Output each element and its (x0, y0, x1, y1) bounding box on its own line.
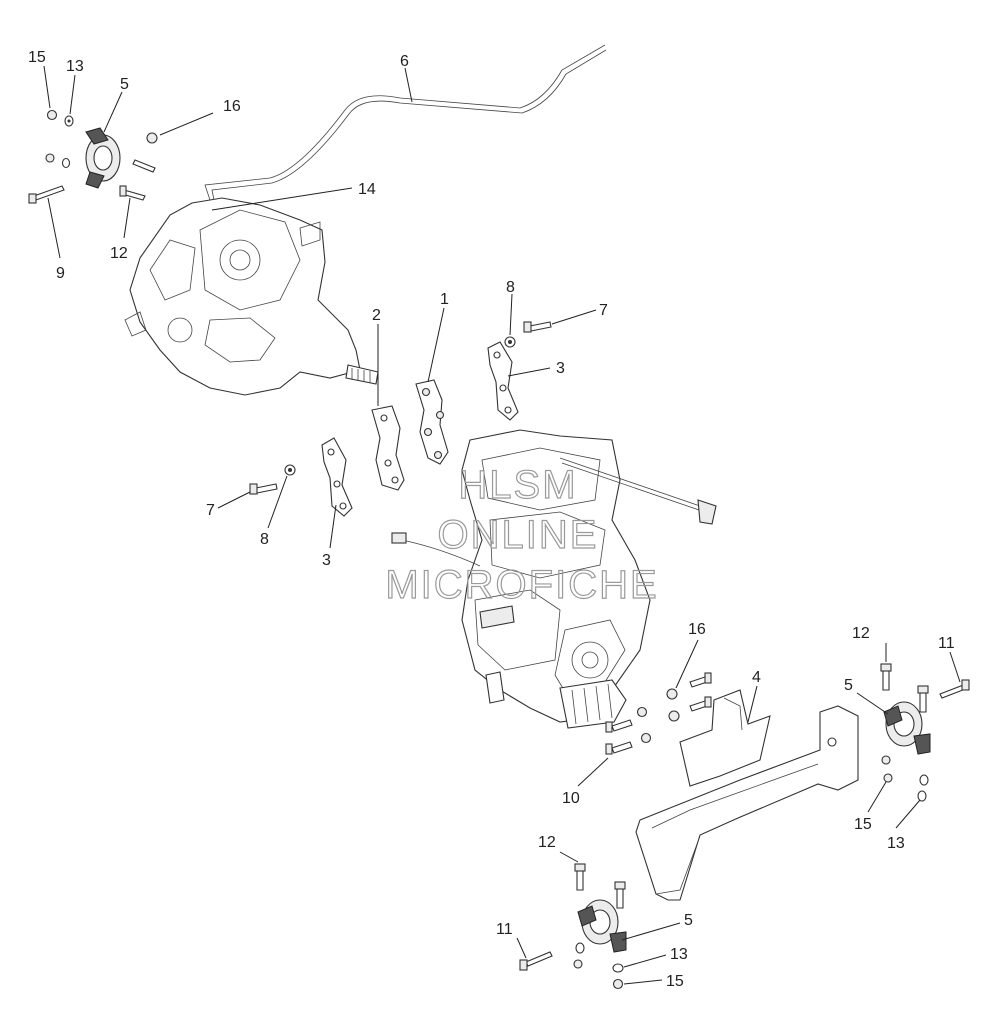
callout-15-top-left: 15 (28, 49, 46, 66)
plate-3-right (487, 341, 519, 421)
callout-9: 9 (56, 265, 65, 282)
callout-5-top-left: 5 (120, 76, 129, 93)
washer-13-tl (64, 115, 74, 127)
nut-16-center-1 (666, 688, 678, 700)
callout-13-top-left: 13 (66, 58, 84, 75)
callout-7-right: 7 (599, 302, 608, 319)
fastener-tl-small-2 (61, 157, 71, 169)
bolt-9-tl (28, 185, 65, 204)
fastener-bottom-2 (573, 959, 583, 969)
callout-15-right: 15 (854, 816, 872, 833)
part-6-cable (204, 44, 607, 201)
bolt-right-short (917, 685, 929, 713)
callout-1: 1 (440, 291, 449, 308)
engine-assembly (391, 429, 717, 729)
fastener-right-1 (881, 755, 891, 765)
bottom-engine-mount (577, 899, 627, 953)
transmission-assembly (124, 197, 379, 396)
bolt-12-right (880, 663, 892, 691)
plate-3-left (321, 437, 353, 517)
bolt-12-tl (119, 185, 146, 201)
washer-right-1 (919, 774, 929, 786)
bolt-center-1 (689, 672, 712, 688)
bolt-10-2 (605, 741, 633, 755)
callout-6: 6 (400, 53, 409, 70)
bolt-7-right (523, 321, 552, 333)
callout-10: 10 (562, 790, 580, 807)
washer-13-bottom (612, 963, 624, 973)
callout-16-center: 16 (688, 621, 706, 638)
callout-8-left: 8 (260, 531, 269, 548)
washer-8-left (284, 464, 296, 476)
callout-15-bottom: 15 (666, 973, 684, 990)
nut-16-center-3 (636, 706, 648, 718)
callout-3-right: 3 (556, 360, 565, 377)
callout-11-bottom: 11 (496, 921, 513, 938)
callout-12-top-left: 12 (110, 245, 128, 262)
callout-13-bottom: 13 (670, 946, 688, 963)
callout-11-right: 11 (938, 635, 955, 652)
callout-12-bottom: 12 (538, 834, 556, 851)
callout-14: 14 (358, 181, 376, 198)
plate-2 (371, 405, 405, 491)
top-left-engine-mount (85, 127, 121, 189)
bolt-tl-short (132, 159, 156, 173)
fastener-15-tl (46, 109, 58, 121)
callout-4: 4 (752, 669, 761, 686)
nut-16-center-2 (668, 710, 680, 722)
right-engine-mount (883, 701, 931, 755)
front-bracket-4 (635, 689, 859, 901)
washer-8-right (504, 336, 516, 348)
bolt-7-left (249, 483, 278, 495)
fastener-bottom-1 (575, 942, 585, 954)
callout-2: 2 (372, 307, 381, 324)
plate-1 (415, 379, 449, 465)
washer-13-right (917, 790, 927, 802)
leader-lines (43, 65, 961, 985)
watermark-line3: MICROFICHE (385, 563, 658, 607)
callout-5-bottom: 5 (684, 912, 693, 929)
callout-8-right: 8 (506, 279, 515, 296)
bolt-12-bottom (574, 863, 586, 891)
callout-7-left: 7 (206, 502, 215, 519)
bolt-11-bottom (519, 951, 553, 971)
bolt-center-2 (689, 696, 712, 712)
nut-16-center-4 (640, 732, 652, 744)
fastener-15-bottom (612, 978, 624, 990)
nut-16-tl (146, 132, 158, 144)
callout-3-left: 3 (322, 552, 331, 569)
bolt-11-right (939, 679, 970, 699)
fastener-tl-small-1 (45, 153, 55, 163)
bolt-bottom-short (614, 881, 626, 909)
watermark-line2: ONLINE (438, 513, 599, 557)
callout-12-right: 12 (852, 625, 870, 642)
callout-16-top-left: 16 (223, 98, 241, 115)
bolt-10-1 (605, 719, 633, 733)
watermark-line1: HLSM (458, 463, 577, 507)
fastener-15-right (883, 773, 893, 783)
callout-5-right: 5 (844, 677, 853, 694)
callout-13-right: 13 (887, 835, 905, 852)
